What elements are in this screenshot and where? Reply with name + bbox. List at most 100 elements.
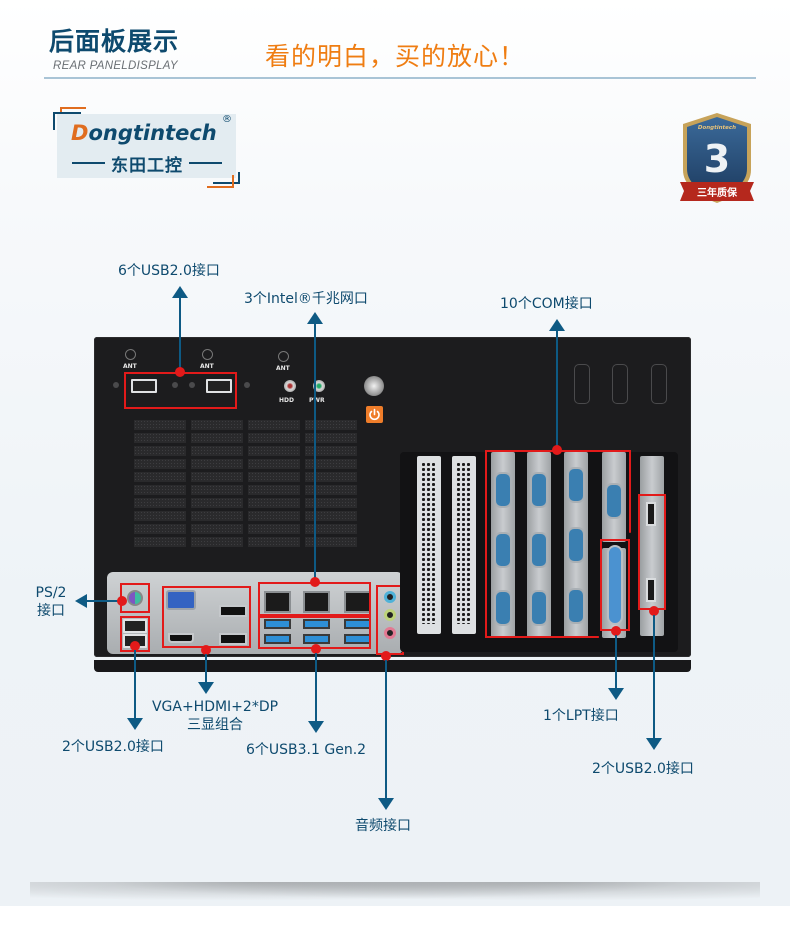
vent-slot bbox=[305, 524, 357, 534]
chassis-bottom bbox=[94, 660, 691, 672]
com-port bbox=[567, 588, 585, 624]
callout-lpt: 1个LPT接口 bbox=[543, 708, 619, 724]
logo-background bbox=[57, 114, 236, 178]
arrow-up-icon bbox=[549, 319, 565, 331]
leader-line bbox=[315, 653, 317, 723]
logo-chinese-row: 东田工控 bbox=[72, 152, 222, 176]
db9-knockout bbox=[574, 364, 590, 404]
logo-corner bbox=[53, 112, 81, 114]
callout-audio: 音频接口 bbox=[355, 818, 411, 834]
usb3-port bbox=[264, 619, 291, 629]
vent-holes bbox=[456, 462, 472, 624]
leader-line bbox=[86, 600, 120, 602]
pwr-led bbox=[313, 380, 325, 392]
com-port bbox=[494, 532, 512, 568]
usb2-port bbox=[123, 619, 147, 633]
page-subtitle: REAR PANELDISPLAY bbox=[53, 60, 178, 72]
ant-label: ANT bbox=[200, 363, 214, 370]
highlight-lpt bbox=[600, 539, 630, 631]
header-divider bbox=[44, 77, 756, 79]
vent-slot bbox=[305, 485, 357, 495]
usb3-port bbox=[303, 634, 330, 644]
displayport-port bbox=[219, 605, 247, 617]
marker-dot bbox=[649, 606, 659, 616]
antenna-hole bbox=[202, 349, 213, 360]
vent-slot bbox=[134, 420, 186, 430]
leader-line bbox=[134, 650, 136, 720]
highlight-front-usb bbox=[124, 372, 237, 409]
vent-slot bbox=[191, 472, 243, 482]
callout-front-usb: 6个USB2.0接口 bbox=[118, 263, 220, 279]
audio-jack-line-in bbox=[384, 591, 396, 603]
vent-slot bbox=[248, 524, 300, 534]
vent-slot bbox=[134, 472, 186, 482]
vent-slot bbox=[134, 433, 186, 443]
pci-blank-cover bbox=[452, 456, 476, 634]
callout-rear-usb2: 2个USB2.0接口 bbox=[62, 739, 164, 755]
com-port bbox=[530, 472, 548, 508]
vent-holes bbox=[421, 462, 437, 624]
com-port bbox=[567, 527, 585, 563]
vent-slot bbox=[191, 446, 243, 456]
callout-ps2: PS/2 接口 bbox=[28, 584, 74, 620]
vent-slot bbox=[134, 511, 186, 521]
hdd-led bbox=[284, 380, 296, 392]
vent-slot bbox=[305, 472, 357, 482]
com-port bbox=[494, 472, 512, 508]
logo-dash bbox=[72, 162, 105, 164]
vent-slot bbox=[248, 420, 300, 430]
leader-line bbox=[615, 635, 617, 690]
ant-label: ANT bbox=[123, 363, 137, 370]
leader-line bbox=[205, 654, 207, 684]
vent-slot bbox=[191, 459, 243, 469]
com-port bbox=[530, 590, 548, 626]
marker-dot bbox=[310, 577, 320, 587]
vent-slot bbox=[248, 472, 300, 482]
usb2-port bbox=[206, 379, 232, 393]
vent-slot bbox=[248, 485, 300, 495]
callout-display-line2: 三显组合 bbox=[187, 717, 243, 733]
vga-port bbox=[166, 590, 196, 610]
marker-dot bbox=[175, 367, 185, 377]
vent-slot bbox=[134, 485, 186, 495]
logo-chinese-name: 东田工控 bbox=[111, 155, 183, 176]
callout-lan: 3个Intel®千兆网口 bbox=[244, 291, 368, 307]
vent-slot bbox=[191, 498, 243, 508]
arrow-down-icon bbox=[308, 721, 324, 733]
logo-corner bbox=[60, 107, 86, 109]
logo-corner bbox=[207, 186, 234, 188]
hdd-label: HDD bbox=[279, 397, 294, 404]
vent-slot bbox=[134, 446, 186, 456]
vent-slot bbox=[305, 420, 357, 430]
power-button[interactable] bbox=[364, 376, 384, 396]
db9-knockout bbox=[612, 364, 628, 404]
vent-slot bbox=[305, 498, 357, 508]
marker-dot bbox=[201, 645, 211, 655]
logo-corner bbox=[238, 172, 240, 184]
vent-slot bbox=[191, 537, 243, 547]
audio-jack-mic bbox=[384, 627, 396, 639]
ant-label: ANT bbox=[276, 365, 290, 372]
vent-slot bbox=[248, 498, 300, 508]
rj45-port bbox=[303, 591, 330, 613]
vent-slot bbox=[134, 524, 186, 534]
vent-slot bbox=[134, 537, 186, 547]
highlight-slot-usb2 bbox=[638, 494, 666, 610]
registered-mark: ® bbox=[222, 114, 232, 125]
screw bbox=[189, 382, 195, 388]
screw bbox=[172, 382, 178, 388]
ps2-port bbox=[127, 590, 143, 606]
arrow-down-icon bbox=[378, 798, 394, 810]
leader-line bbox=[385, 660, 387, 800]
shield-icon: Dongtintech 3 三年质保 bbox=[680, 113, 754, 203]
arrow-down-icon bbox=[127, 718, 143, 730]
logo-corner bbox=[53, 112, 55, 130]
stage-shadow bbox=[30, 882, 760, 904]
screw bbox=[244, 382, 250, 388]
badge-ribbon-text: 三年质保 bbox=[697, 186, 738, 199]
logo-dash bbox=[189, 162, 222, 164]
arrow-down-icon bbox=[608, 688, 624, 700]
vent-slot bbox=[134, 498, 186, 508]
marker-dot bbox=[130, 641, 140, 651]
logo-corner bbox=[213, 182, 240, 184]
